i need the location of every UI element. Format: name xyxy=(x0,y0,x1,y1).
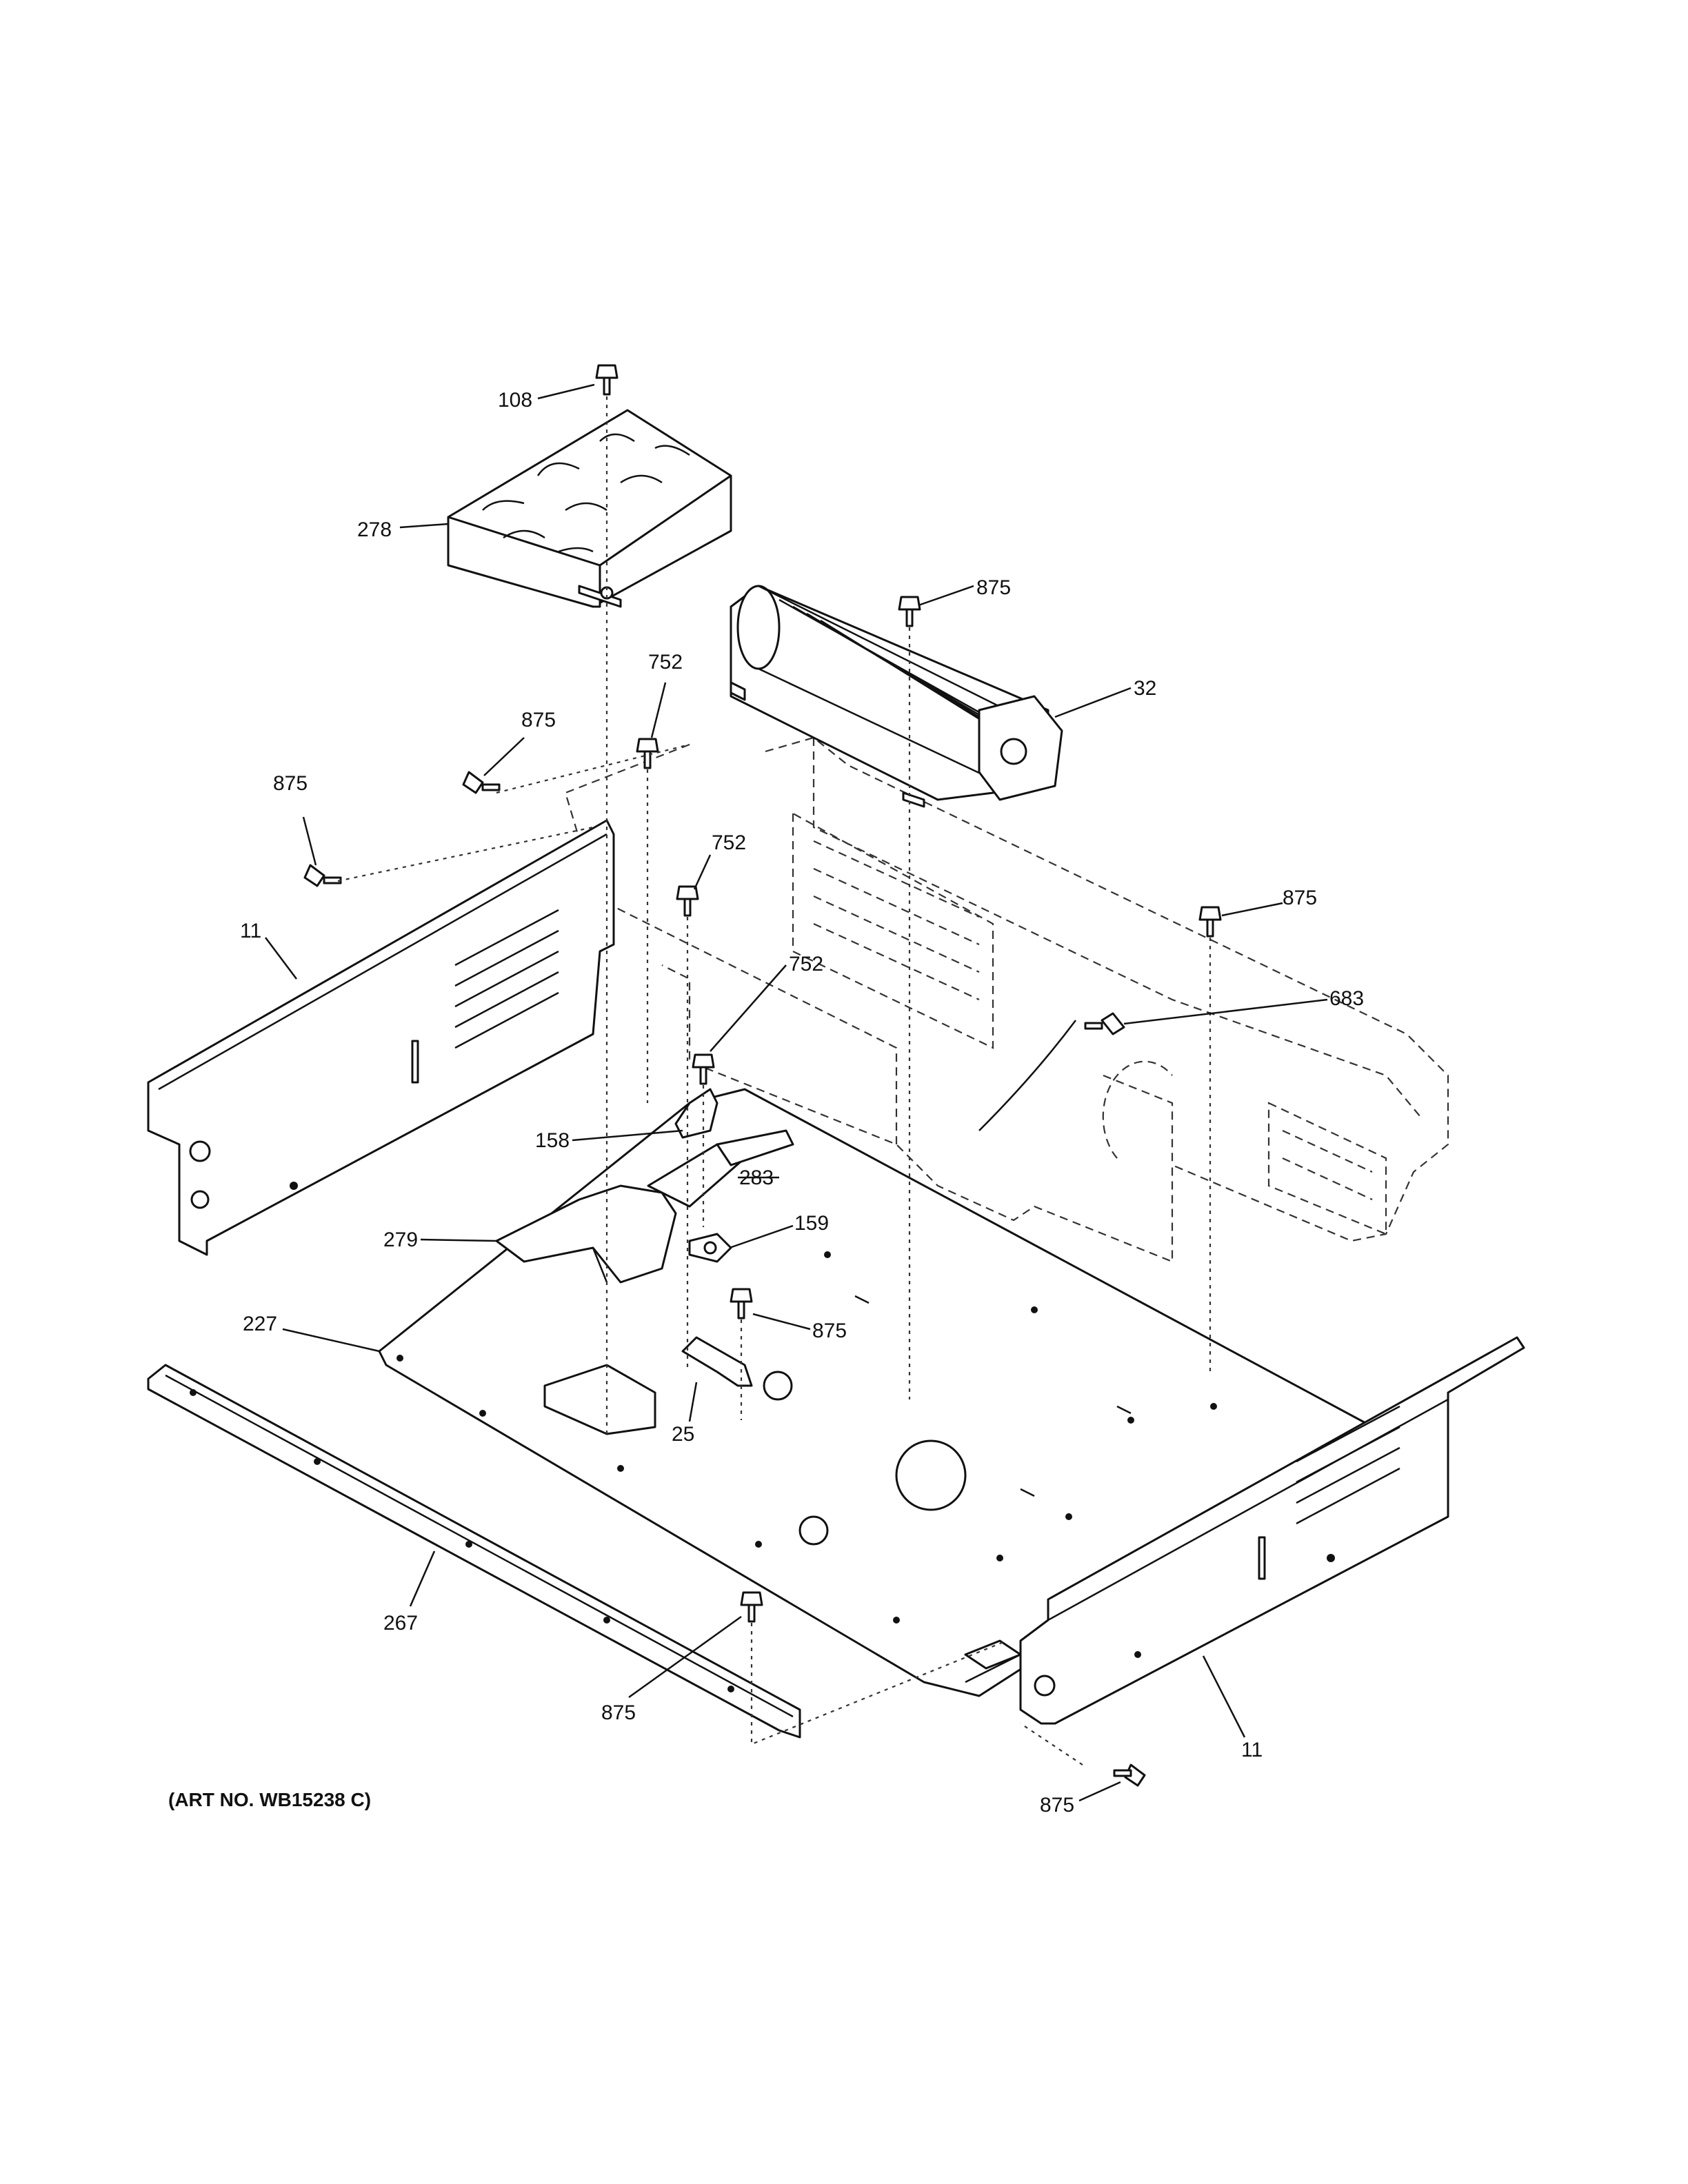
screw-108 xyxy=(595,364,619,396)
callout-267: 267 xyxy=(383,1612,418,1635)
bracket-25 xyxy=(681,1336,753,1387)
callout-683: 683 xyxy=(1329,987,1364,1010)
callout-875-fan: 875 xyxy=(976,576,1011,599)
callout-875-e: 875 xyxy=(601,1701,636,1724)
crossflow-fan-32 xyxy=(730,585,1063,808)
art-number: (ART NO. WB15238 C) xyxy=(168,1789,371,1810)
callout-11-right: 11 xyxy=(1241,1739,1263,1761)
callout-752-a: 752 xyxy=(648,651,683,674)
callout-25: 25 xyxy=(672,1423,694,1446)
alignment-lines xyxy=(337,396,1212,1766)
callout-279: 279 xyxy=(383,1228,418,1251)
bracket-158 xyxy=(674,1088,719,1139)
callout-32: 32 xyxy=(1134,677,1156,700)
callout-752-b: 752 xyxy=(712,831,746,854)
callout-875-right: 875 xyxy=(1283,887,1317,909)
callout-108: 108 xyxy=(498,389,532,412)
callout-227: 227 xyxy=(243,1313,277,1335)
air-duct-279 xyxy=(495,1129,794,1284)
thermostat-159 xyxy=(688,1233,732,1263)
callout-875-d: 875 xyxy=(812,1320,847,1342)
callout-11-left: 11 xyxy=(240,920,261,942)
callout-labels: 108 278 875 752 32 875 875 752 11 875 68… xyxy=(240,389,1364,1817)
callout-752-c: 752 xyxy=(789,953,823,975)
leader-lines xyxy=(265,383,1328,1802)
side-panel-11-left xyxy=(147,819,615,1256)
callout-875-c: 875 xyxy=(273,772,308,795)
callout-875-b: 875 xyxy=(521,709,556,731)
front-rail-267 xyxy=(147,1364,801,1739)
callout-159: 159 xyxy=(794,1212,829,1235)
callout-875-f: 875 xyxy=(1040,1794,1074,1817)
screws xyxy=(303,596,1222,1787)
callout-283: 283 xyxy=(739,1166,774,1189)
callout-158: 158 xyxy=(535,1129,570,1152)
side-panel-11-right xyxy=(1019,1336,1525,1725)
callout-278: 278 xyxy=(357,518,392,541)
heat-shield-278 xyxy=(447,409,732,608)
